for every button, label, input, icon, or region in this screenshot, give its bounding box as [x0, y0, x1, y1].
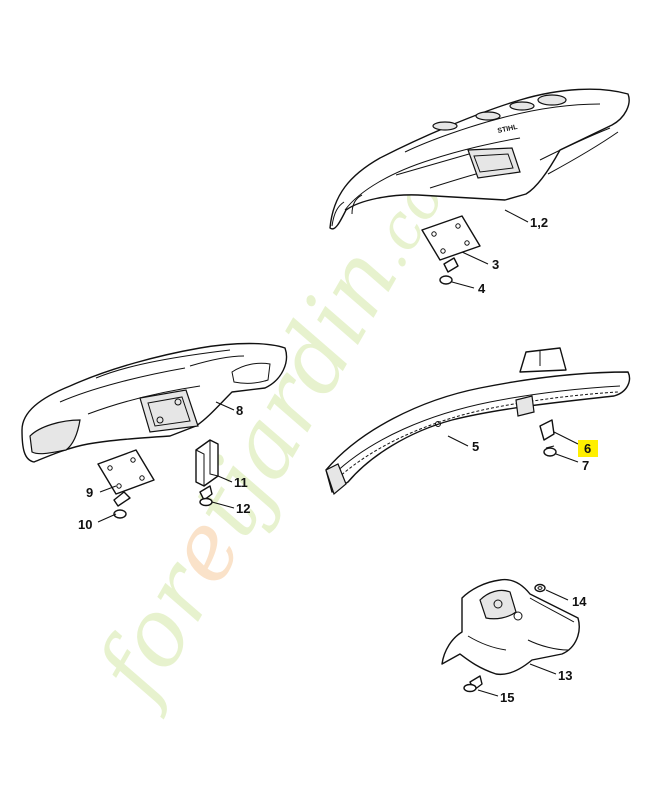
label-5[interactable]: 5 — [472, 439, 479, 454]
plate-left — [97, 449, 155, 495]
label-4[interactable]: 4 — [478, 281, 486, 296]
clip — [539, 419, 555, 441]
highlight-box — [578, 440, 598, 457]
plate-upper — [421, 215, 481, 261]
label-9[interactable]: 9 — [86, 485, 93, 500]
label-7[interactable]: 7 — [582, 458, 589, 473]
washer — [534, 583, 546, 593]
label-1-2[interactable]: 1,2 — [530, 215, 548, 230]
label-10[interactable]: 10 — [78, 517, 92, 532]
housing-lower — [441, 578, 580, 676]
screw-left — [113, 491, 131, 519]
screw-lower — [463, 675, 483, 693]
screw-handle — [543, 445, 557, 457]
housing-left — [21, 342, 288, 463]
label-8[interactable]: 8 — [236, 403, 243, 418]
housing-upper: STIHL — [329, 88, 630, 230]
handle-bar — [325, 347, 631, 496]
label-15[interactable]: 15 — [500, 690, 514, 705]
label-13[interactable]: 13 — [558, 668, 572, 683]
screw-upper — [439, 257, 459, 285]
label-11[interactable]: 11 — [234, 475, 248, 490]
label-14[interactable]: 14 — [572, 594, 587, 609]
bracket — [195, 439, 219, 487]
label-12[interactable]: 12 — [236, 501, 250, 516]
leader-lines — [97, 209, 579, 697]
label-6[interactable]: 6 — [584, 441, 591, 456]
part-labels: 1,2 3 4 5 6 7 8 9 10 11 12 13 14 15 — [78, 215, 591, 705]
label-3[interactable]: 3 — [492, 257, 499, 272]
brand-mark: STIHL — [497, 124, 519, 135]
